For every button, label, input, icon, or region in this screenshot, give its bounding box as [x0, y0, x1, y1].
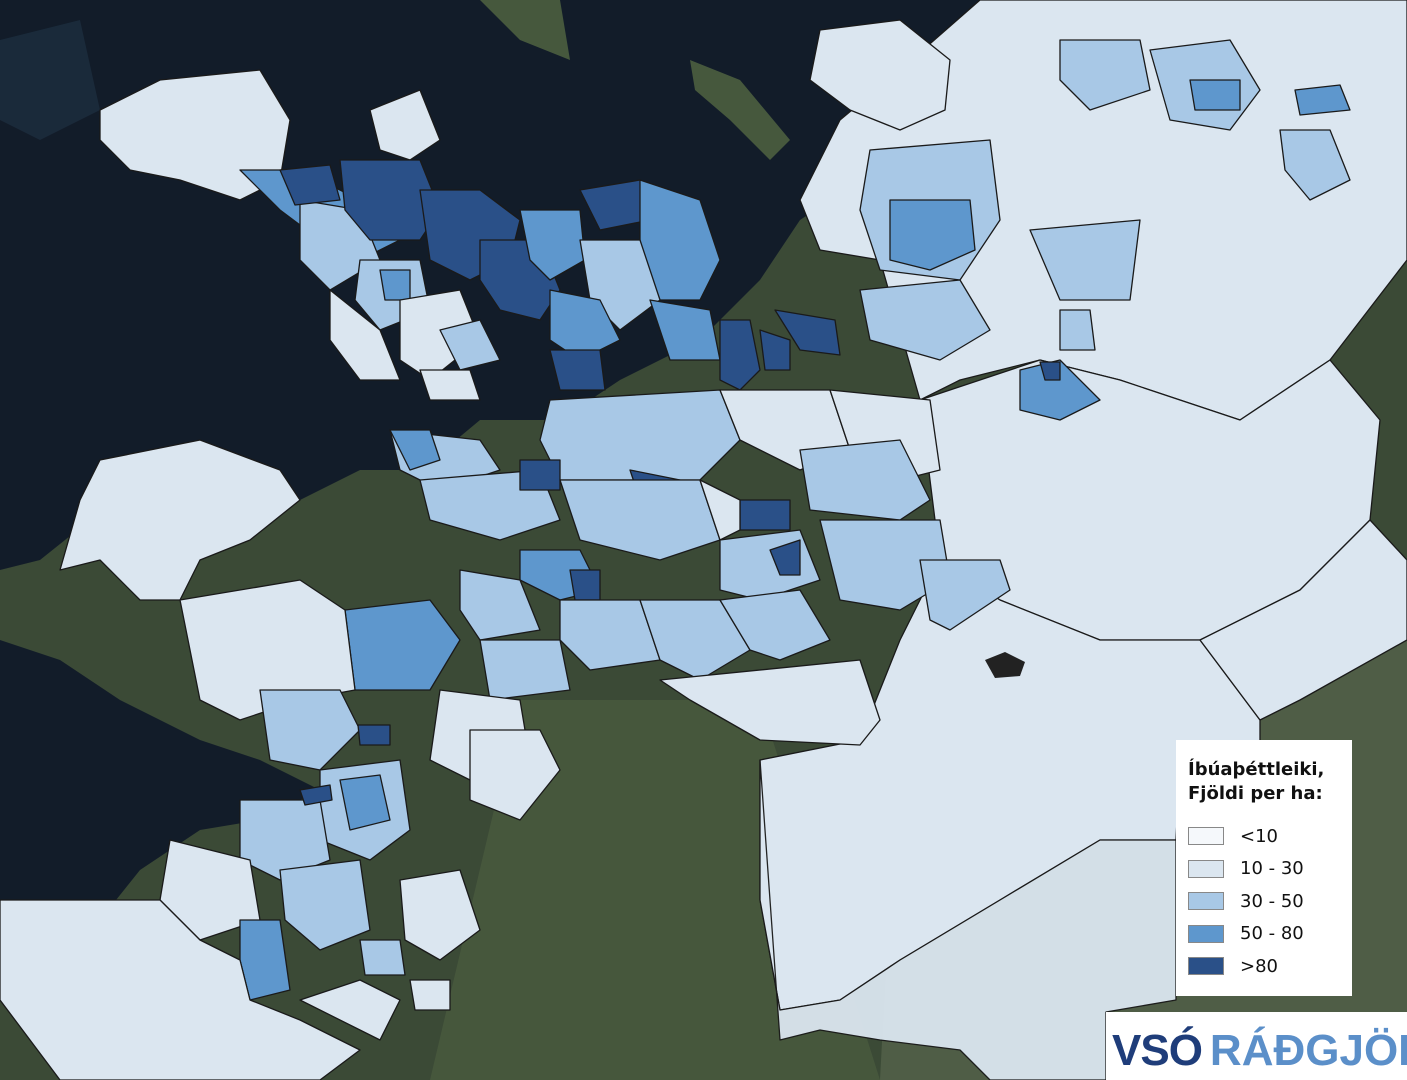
region: [809, 19, 951, 131]
region: [279, 859, 371, 951]
region: [769, 539, 801, 576]
region: [479, 639, 571, 701]
region: [559, 599, 661, 671]
region: [339, 159, 441, 241]
region: [569, 569, 601, 601]
region: [539, 389, 741, 481]
region: [1279, 129, 1351, 201]
region: [919, 559, 1011, 631]
logo-primary-text: VSÓ: [1112, 1026, 1203, 1075]
region: [259, 689, 361, 771]
region: [774, 309, 841, 356]
region: [419, 369, 481, 401]
legend-swatch: [1188, 892, 1224, 911]
legend-title-line2: Fjöldi per ha:: [1188, 783, 1323, 804]
region: [439, 319, 501, 371]
region: [739, 499, 791, 531]
region: [719, 589, 831, 661]
region: [0, 899, 361, 1080]
region: [1059, 309, 1096, 351]
region: [699, 479, 741, 541]
legend: Íbúaþéttleiki, Fjöldi per ha: <10 10 - 3…: [1176, 740, 1352, 996]
legend-swatch: [1188, 924, 1224, 943]
legend-label: 10 - 30: [1240, 858, 1304, 880]
region: [299, 784, 333, 806]
legend-label: <10: [1240, 825, 1278, 847]
legend-item-gt80: >80: [1186, 950, 1342, 983]
legend-item-30-50: 30 - 50: [1186, 885, 1342, 918]
region: [459, 569, 541, 641]
region: [59, 439, 301, 601]
region: [339, 774, 391, 831]
region: [299, 979, 401, 1041]
lake: [985, 652, 1025, 678]
legend-title-line1: Íbúaþéttleiki,: [1188, 759, 1325, 780]
region: [359, 939, 406, 976]
logo-secondary-text: RÁÐGJÖF: [1209, 1026, 1407, 1075]
region: [759, 329, 791, 371]
region: [759, 759, 1177, 1080]
legend-item-10-30: 10 - 30: [1186, 853, 1342, 886]
region: [519, 459, 561, 491]
region: [369, 89, 441, 161]
region: [1294, 84, 1351, 116]
region: [829, 389, 941, 481]
region: [469, 729, 561, 821]
region: [1039, 361, 1061, 381]
region: [519, 209, 586, 281]
region: [1059, 39, 1151, 111]
sea-north-strip: [0, 20, 100, 140]
legend-item-50-80: 50 - 80: [1186, 918, 1342, 951]
region: [859, 279, 991, 361]
region: [389, 429, 441, 471]
region: [399, 869, 481, 961]
region: [1189, 79, 1241, 111]
region: [357, 724, 391, 746]
region: [549, 349, 606, 391]
island-videy: [690, 60, 790, 160]
region: [279, 164, 341, 206]
region: [409, 979, 451, 1011]
region: [1199, 519, 1407, 721]
region: [559, 479, 721, 561]
island-north: [480, 0, 570, 60]
region: [799, 439, 931, 521]
legend-swatch: [1188, 957, 1224, 976]
region: [889, 199, 976, 271]
region: [639, 599, 751, 681]
legend-label: 30 - 50: [1240, 890, 1304, 912]
region: [239, 919, 291, 1001]
region: [159, 839, 261, 941]
legend-swatch: [1188, 859, 1224, 878]
sea-south-bay: [0, 640, 320, 980]
legend-label: >80: [1240, 955, 1278, 977]
legend-items: <10 10 - 30 30 - 50 50 - 80 >80: [1186, 820, 1342, 983]
region: [1029, 219, 1141, 301]
legend-swatch: [1188, 827, 1224, 846]
legend-item-lt10: <10: [1186, 820, 1342, 853]
region: [819, 519, 951, 611]
region: [659, 659, 881, 746]
legend-label: 50 - 80: [1240, 923, 1304, 945]
region: [379, 269, 411, 301]
region: [329, 289, 401, 381]
region: [719, 319, 761, 391]
